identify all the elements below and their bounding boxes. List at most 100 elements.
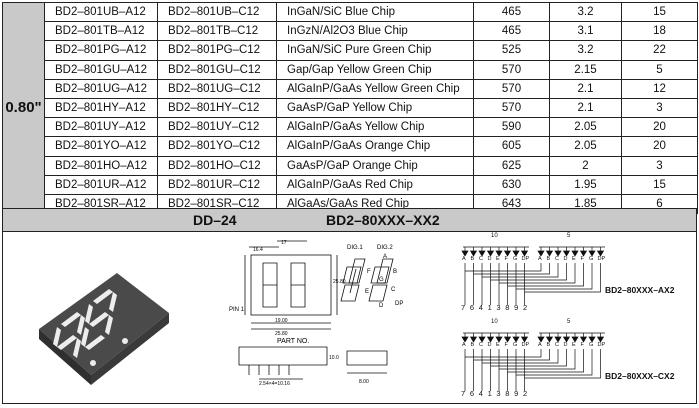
cell-vf: 1.95 (549, 174, 622, 195)
cell-part-a: BD2–801TB–A12 (44, 21, 158, 42)
cell-part-c: BD2–801PG–C12 (157, 40, 277, 61)
cell-part-c: BD2–801YO–C12 (157, 136, 277, 157)
cell-part-a: BD2–801UY–A12 (44, 117, 158, 138)
cell-wavelength: 570 (473, 78, 550, 99)
common-pin-1: 10 (491, 319, 498, 325)
segment-letter: G (513, 342, 518, 349)
dim-top-b: 17 (281, 240, 287, 246)
cell-chip: GaAsP/GaP Orange Chip (276, 155, 474, 176)
segment-letter: D (563, 342, 568, 349)
segment-letter: B (546, 342, 551, 349)
segment-letter: C (479, 256, 483, 263)
dig2-label: DIG.2 (377, 245, 393, 251)
cell-iv: 15 (621, 1, 698, 23)
seg-c-label: C (391, 287, 396, 293)
common-pin-1: 10 (491, 233, 498, 239)
segment-letter: C (555, 342, 559, 349)
segment-letter: E (572, 256, 576, 263)
cell-iv: 15 (621, 174, 698, 195)
cell-chip: Gap/Gap Yellow Green Chip (276, 59, 474, 80)
cell-part-c: BD2–801UB–C12 (157, 1, 277, 23)
segment-letter: DP (597, 342, 606, 349)
cell-vf: 2.05 (549, 117, 622, 138)
package-code: DD–24 (193, 212, 237, 228)
cell-iv: 5 (621, 59, 698, 80)
pin-numbers: 7 6 4 1 3 8 9 2 (461, 303, 529, 312)
segment-letter: DP (597, 256, 606, 263)
seg-b-label: B (393, 269, 397, 275)
cell-vf: 2 (549, 155, 622, 176)
cell-wavelength: 465 (473, 1, 550, 23)
cell-chip: AlGaInP/GaAs Orange Chip (276, 136, 474, 157)
cell-part-a: BD2–801UG–A12 (44, 78, 158, 99)
cell-vf: 2.1 (549, 97, 622, 119)
cell-part-c: BD2–801TB–C12 (157, 21, 277, 42)
cell-part-c: BD2–801UY–C12 (157, 117, 277, 138)
cell-wavelength: 605 (473, 136, 550, 157)
cell-wavelength: 625 (473, 155, 550, 176)
cell-part-a: BD2–801UR–A12 (44, 174, 158, 195)
seg-e-label: E (365, 289, 369, 295)
dig1-label: DIG.1 (347, 245, 363, 251)
cell-wavelength: 630 (473, 174, 550, 195)
cell-part-a: BD2–801HO–A12 (44, 155, 158, 176)
seg-dp-label: DP (395, 301, 403, 307)
dim-base: 8.00 (359, 379, 369, 385)
dim-width-outer: 25.80 (275, 331, 288, 337)
seg-g-label: G (379, 277, 384, 283)
segment-letter: DP (521, 256, 530, 263)
circuit-schematic (461, 246, 605, 305)
segment-letter: B (470, 342, 475, 349)
cell-iv: 20 (621, 136, 698, 157)
segment-letter: F (580, 342, 584, 349)
cell-chip: AlGaInP/GaAs Yellow Green Chip (276, 78, 474, 99)
cell-iv: 22 (621, 40, 698, 61)
part-no-label: PART NO. (277, 338, 309, 345)
cell-part-c: BD2–801GU–C12 (157, 59, 277, 80)
cell-part-a: BD2–801UB–A12 (44, 1, 158, 23)
seg-d-label: D (379, 303, 384, 309)
cell-vf: 3.1 (549, 21, 622, 42)
drawing-area: 16.4 17 25.80 19.00 25.80 PIN 1 PART NO.… (2, 231, 697, 404)
package-series: BD2–80XXX–XX2 (326, 212, 440, 228)
dim-side: 10.0 (329, 355, 339, 361)
segment-letter: A (538, 342, 542, 349)
segment-letter: A (462, 256, 466, 263)
cell-wavelength: 590 (473, 117, 550, 138)
display-photo (39, 273, 169, 385)
seg-f-label: F (367, 269, 371, 275)
segment-letter: A (538, 256, 542, 263)
cell-part-a: BD2–801GU–A12 (44, 59, 158, 80)
common-pin-2: 5 (567, 233, 571, 239)
cell-vf: 2.05 (549, 136, 622, 157)
segment-letter: F (504, 342, 508, 349)
mechanical-drawing: 16.4 17 25.80 19.00 25.80 PIN 1 PART NO.… (229, 240, 403, 387)
segment-letter: C (555, 256, 559, 263)
cell-part-c: BD2–801UR–C12 (157, 174, 277, 195)
cell-chip: InGzN/Al2O3 Blue Chip (276, 21, 474, 42)
pin1-label: PIN 1 (229, 307, 245, 313)
cell-chip: GaAsP/GaP Yellow Chip (276, 97, 474, 119)
dim-pitch: 2.54×4=10.16 (259, 381, 290, 387)
segment-letter: E (496, 256, 500, 263)
segment-letter: E (496, 342, 500, 349)
segment-letter: A (462, 342, 466, 349)
segment-letter: F (504, 256, 508, 263)
segment-letter: G (513, 256, 518, 263)
cell-wavelength: 570 (473, 59, 550, 80)
segment-letter: B (546, 256, 551, 263)
cell-wavelength: 465 (473, 21, 550, 42)
cell-iv: 3 (621, 155, 698, 176)
pin-numbers: 7 6 4 1 3 8 9 2 (461, 389, 529, 398)
